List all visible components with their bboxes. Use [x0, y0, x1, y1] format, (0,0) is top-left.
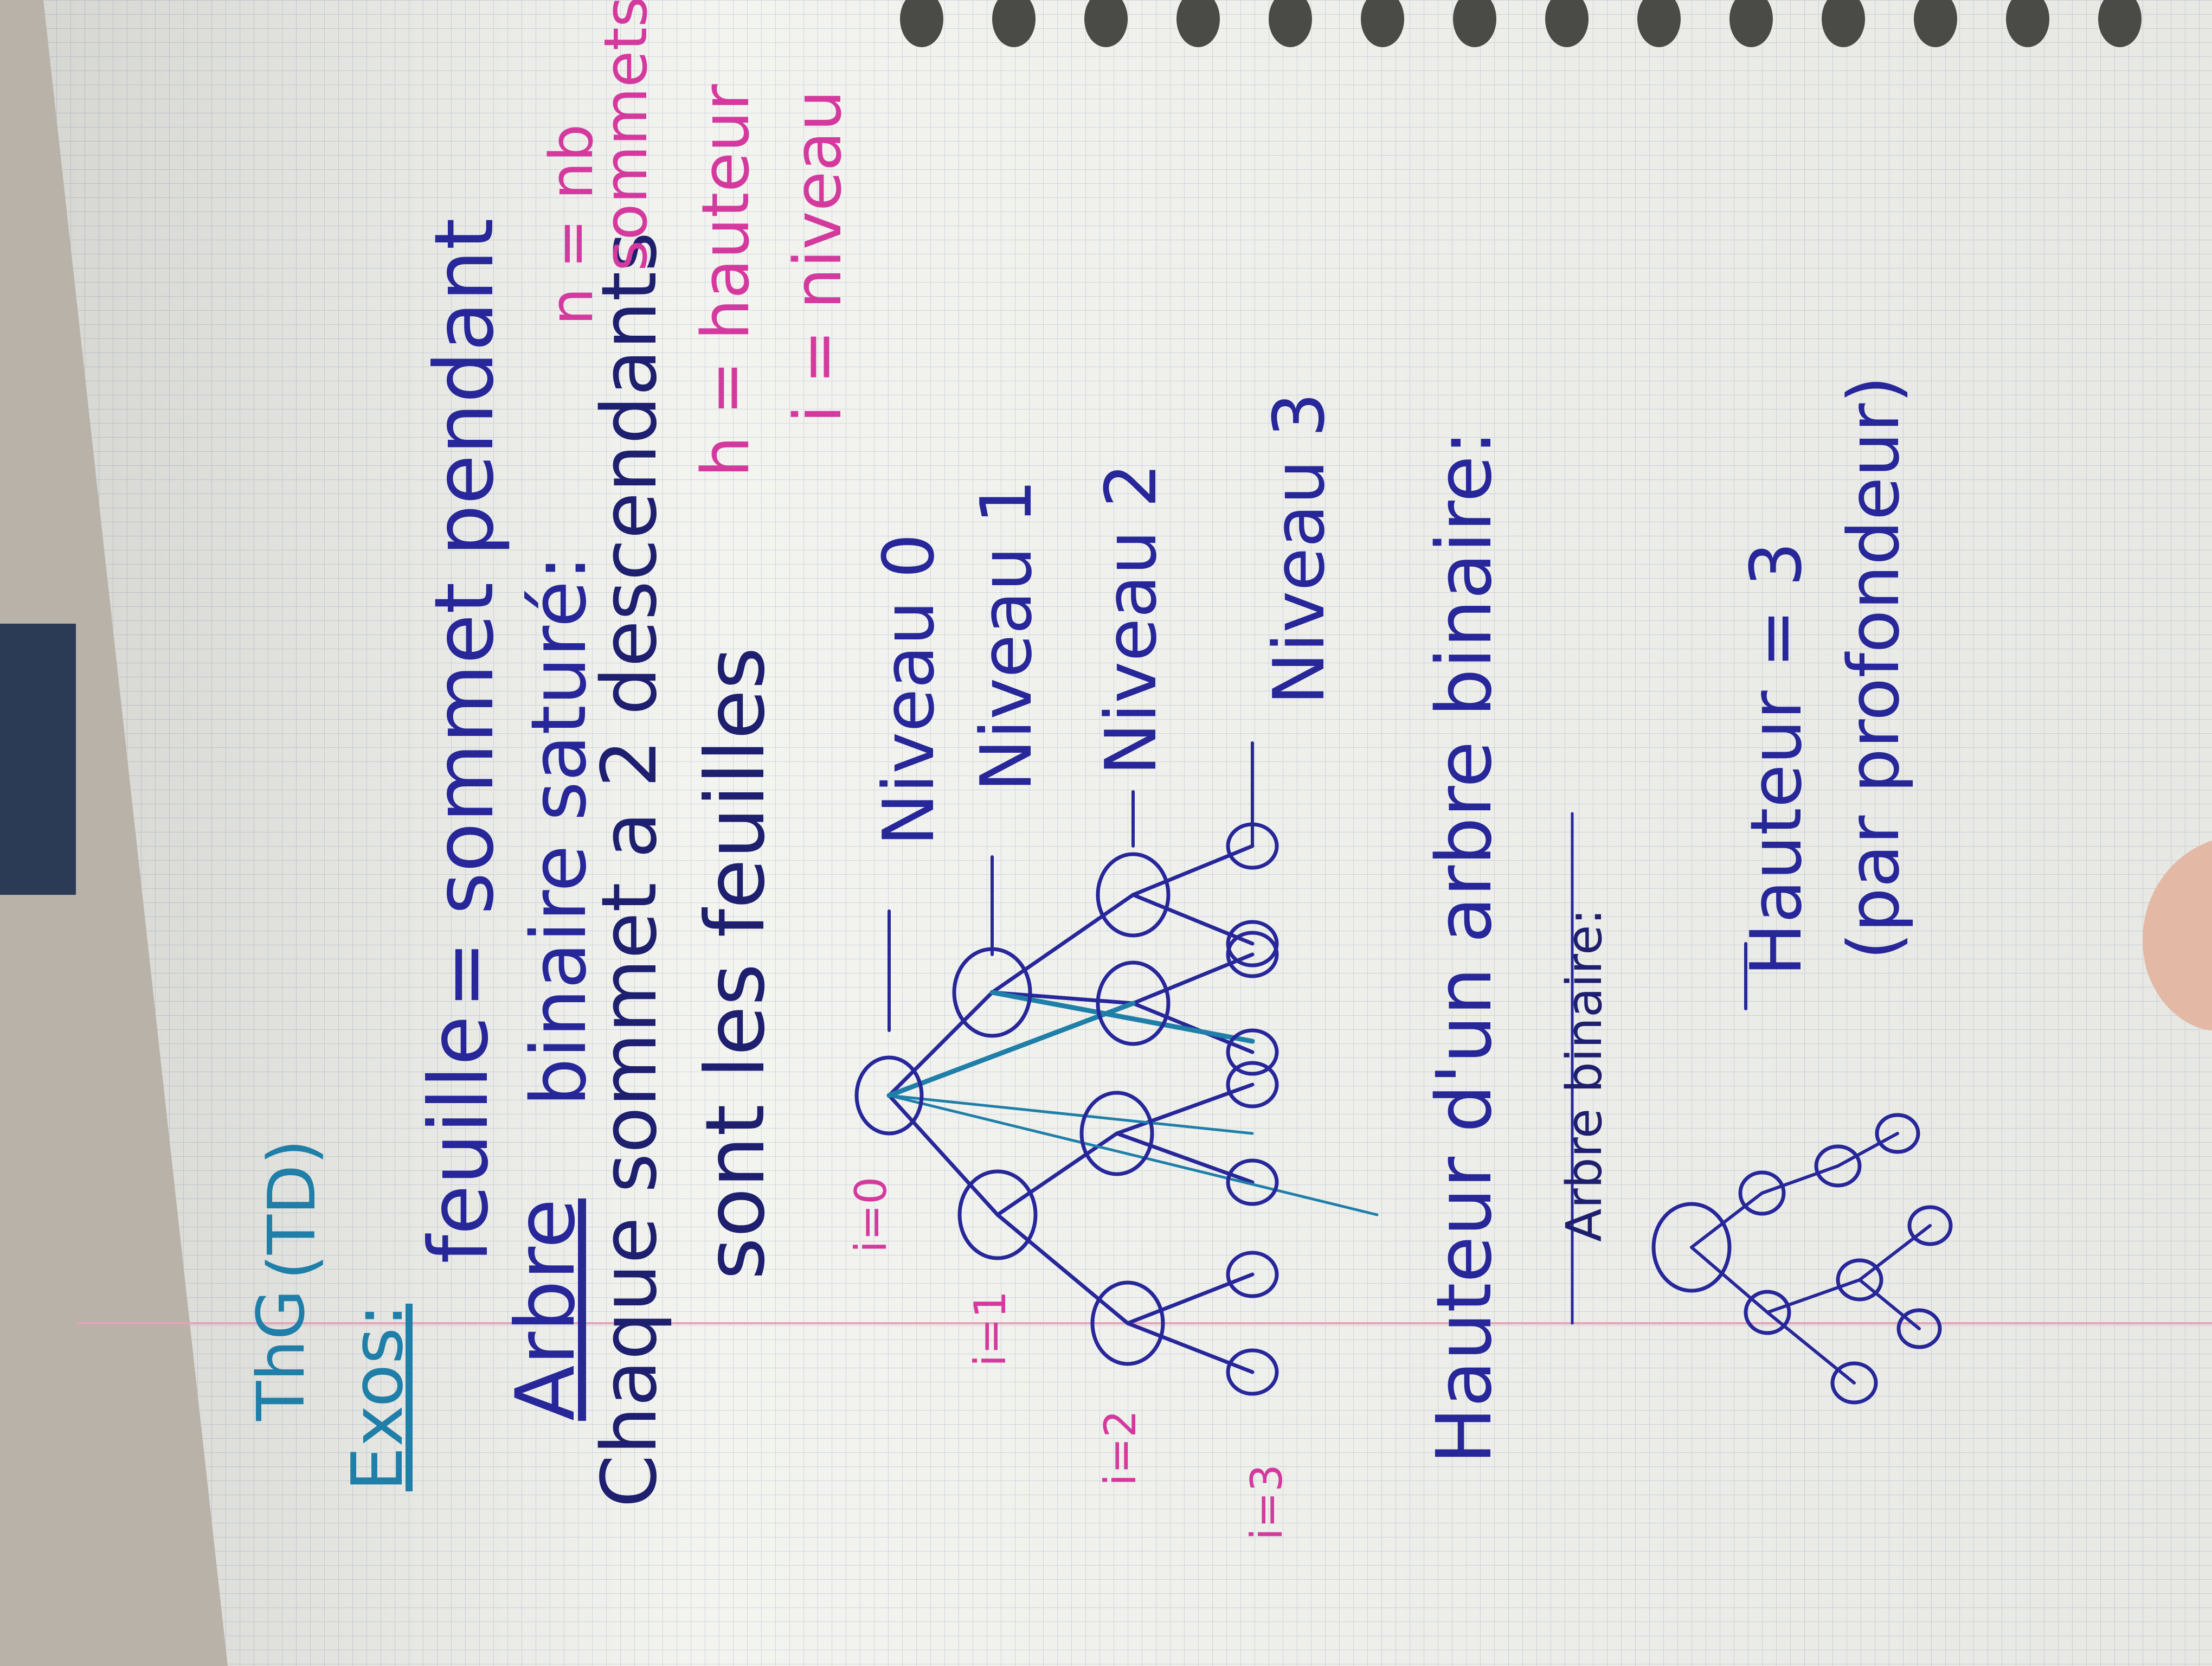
tree-edge	[989, 990, 1255, 1044]
tree-edge	[887, 1093, 1000, 1217]
spiral-hole	[1176, 0, 1220, 47]
tree-node	[1836, 1258, 1883, 1302]
tree-edge	[1858, 1224, 1932, 1281]
tree-edge	[886, 1001, 1136, 1098]
spiral-hole	[1729, 0, 1773, 47]
tree-node	[1096, 960, 1171, 1046]
level-label-3: Niveau 3	[1258, 392, 1340, 705]
tree-edge	[1766, 1311, 1856, 1385]
tree-node	[1814, 1144, 1862, 1188]
spiral-holes-icon	[900, 0, 2142, 47]
tree-node	[1090, 1280, 1165, 1366]
tree-edge	[1126, 1321, 1255, 1374]
session-label: (TD)	[255, 1139, 330, 1280]
exos-title: Exos:	[336, 1303, 419, 1491]
tree-edge	[888, 1094, 1379, 1216]
tree-edge	[887, 990, 994, 1098]
h-definition: h = hauteur	[689, 84, 764, 477]
spiral-hole	[2098, 0, 2142, 47]
spiral-hole	[1453, 0, 1496, 47]
tree-edge	[1131, 893, 1255, 946]
spiral-hole	[2006, 0, 2049, 47]
tree-edge	[1131, 844, 1255, 897]
spiral-hole	[1822, 0, 1865, 47]
spiral-hole	[1084, 0, 1128, 47]
second-tree-label: Arbre binaire:	[1556, 908, 1613, 1242]
spiral-hole	[1914, 0, 1957, 47]
tree-edge	[1126, 1272, 1255, 1325]
tree-node	[1096, 852, 1171, 938]
spiral-hole	[1361, 0, 1404, 47]
tree-node	[1907, 1205, 1953, 1246]
tree-node	[957, 1169, 1038, 1260]
spiral-hole	[992, 0, 1036, 47]
spiral-hole	[1545, 0, 1589, 47]
spiral-hole	[1269, 0, 1312, 47]
tree-edge	[1760, 1164, 1840, 1195]
tree-edge	[990, 893, 1135, 995]
height-method: (par profondeur)	[1832, 375, 1915, 960]
spiral-hole	[900, 0, 943, 47]
tree-node	[1830, 1361, 1878, 1405]
subject-label: ThG	[244, 1289, 319, 1421]
tree-edge	[1858, 1278, 1921, 1330]
tree-edge	[995, 1213, 1130, 1325]
tree-node	[1875, 1113, 1920, 1154]
tree-node	[1744, 1290, 1791, 1335]
i-definition: i = niveau	[781, 89, 856, 423]
leaves-are: sont les feuilles	[689, 647, 783, 1280]
level-marker-0: i=0	[846, 1176, 896, 1253]
tree-edge	[1690, 1191, 1764, 1249]
each-vertex-rule: Chaque sommet a 2 descendants	[586, 232, 674, 1508]
tree-edge	[1115, 1131, 1255, 1184]
tree-node	[854, 1055, 924, 1136]
tree-node	[1079, 1091, 1154, 1176]
spiral-hole	[1637, 0, 1681, 47]
tree-edge	[1836, 1132, 1899, 1168]
tree-word: Arbre	[499, 1198, 593, 1421]
tree-node	[1226, 931, 1279, 978]
tree-edge	[1690, 1246, 1769, 1314]
tree-node	[1738, 1170, 1786, 1216]
tree-node	[1226, 1348, 1279, 1396]
level-label-2: Niveau 2	[1090, 463, 1172, 776]
tree-edge	[1766, 1278, 1861, 1314]
tree-node	[1226, 1158, 1279, 1206]
tree-node	[1651, 1202, 1732, 1293]
tree-node	[1226, 920, 1279, 967]
tree-edge	[1131, 952, 1255, 1005]
tree-edge	[888, 1094, 1254, 1135]
level-marker-2: i=2	[1095, 1409, 1146, 1486]
tree-node	[1226, 1061, 1279, 1108]
level-label-0: Niveau 0	[867, 533, 950, 846]
level-label-1: Niveau 1	[965, 479, 1047, 792]
tree-edge	[990, 990, 1135, 1005]
tree-node	[1226, 1028, 1279, 1076]
leaf-definition: = sommet pendant	[417, 218, 512, 1009]
section-title: Hauteur d'un arbre binaire:	[1420, 430, 1509, 1464]
tree-node	[1226, 1251, 1279, 1298]
tree-node	[1896, 1308, 1942, 1349]
n-definition-2: sommets	[591, 0, 660, 271]
leaf-word: feuille	[412, 1015, 506, 1264]
height-result: Hauteur = 3	[1735, 542, 1817, 976]
level-marker-1: i=1	[965, 1290, 1015, 1367]
level-marker-3: i=3	[1242, 1464, 1292, 1540]
